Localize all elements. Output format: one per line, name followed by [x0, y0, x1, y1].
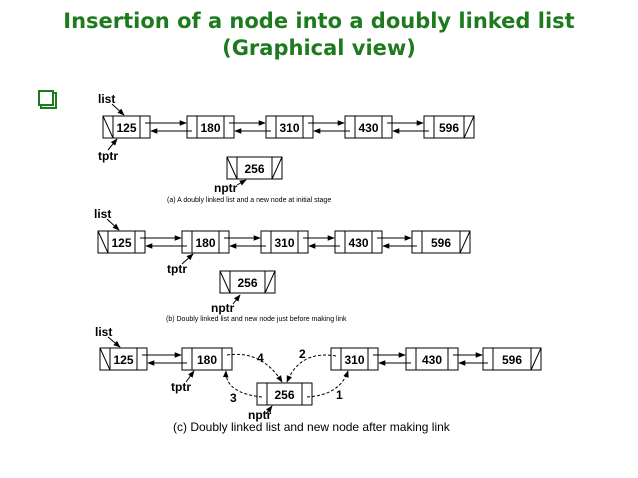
stage-caption: (c) Doubly linked list and new node afte…: [173, 420, 451, 434]
tptr-pointer-label: tptr: [171, 380, 191, 394]
node-value: 430: [348, 236, 368, 250]
node-value: 430: [358, 121, 378, 135]
node-value: 310: [274, 236, 294, 250]
nptr-pointer-arrow: [232, 294, 241, 305]
stage-a: 125 180 310 430 596 list: [98, 92, 475, 204]
stage-c: 125 180 310 430 596 256: [95, 325, 542, 434]
node-value: 180: [200, 121, 220, 135]
link-step-1: 1: [336, 388, 343, 402]
node-value: 310: [279, 121, 299, 135]
node-value: 256: [237, 276, 257, 290]
node-value: 125: [111, 236, 131, 250]
stage-b: 125 180 310 430 596 list: [94, 207, 471, 323]
list-pointer-arrow: [106, 218, 120, 231]
stage-caption: (b) Doubly linked list and new node just…: [166, 316, 347, 323]
node-value: 180: [195, 236, 215, 250]
node-5: 596: [482, 347, 542, 371]
tptr-pointer-arrow: [107, 138, 118, 151]
list-pointer-label: list: [98, 92, 115, 106]
node-3: 310: [265, 115, 314, 139]
tptr-pointer-label: tptr: [98, 149, 118, 163]
new-node: 256: [226, 156, 283, 180]
link-1: [306, 370, 349, 398]
title-line-1: Insertion of a node into a doubly linked…: [63, 9, 575, 33]
node-2: 180: [181, 230, 230, 254]
tptr-pointer-label: tptr: [167, 262, 187, 276]
node-value: 256: [274, 388, 294, 402]
node-1: 125: [99, 347, 148, 371]
link-2: [286, 354, 337, 383]
link-step-4: 4: [257, 351, 264, 365]
node-value: 125: [116, 121, 136, 135]
node-3: 310: [260, 230, 309, 254]
nptr-pointer-label: nptr: [248, 408, 272, 422]
link-3: [222, 370, 263, 398]
hollow-square-bullet-icon: [38, 90, 57, 109]
node-4: 430: [334, 230, 383, 254]
link-step-3: 3: [230, 391, 237, 405]
node-value: 596: [502, 353, 522, 367]
list-pointer-arrow: [111, 103, 125, 116]
link-4: [226, 353, 283, 383]
list-pointer-arrow: [107, 336, 121, 348]
list-pointer-label: list: [94, 207, 111, 221]
dashed-link-arrows: [222, 353, 349, 398]
new-node: 256: [219, 270, 276, 294]
node-4: 430: [405, 347, 459, 371]
node-2: 180: [181, 347, 233, 371]
link-arrows: [145, 120, 429, 134]
node-value: 256: [244, 162, 264, 176]
node-4: 430: [344, 115, 393, 139]
nptr-pointer-arrow: [236, 179, 247, 186]
link-arrows: [140, 235, 417, 249]
tptr-pointer-arrow: [185, 370, 195, 383]
node-1: 125: [97, 230, 146, 254]
node-value: 596: [439, 121, 459, 135]
nptr-pointer-arrow: [265, 405, 273, 415]
node-5: 596: [423, 115, 475, 139]
node-2: 180: [186, 115, 235, 139]
tptr-pointer-arrow: [181, 253, 194, 265]
stage-caption: (a) A doubly linked list and a new node …: [167, 197, 331, 204]
node-value: 180: [197, 353, 217, 367]
node-5: 596: [411, 230, 471, 254]
link-step-2: 2: [299, 347, 306, 361]
node-1: 125: [102, 115, 151, 139]
list-pointer-label: list: [95, 325, 112, 339]
title-line-2: (Graphical view): [222, 36, 416, 60]
node-value: 125: [113, 353, 133, 367]
nptr-pointer-label: nptr: [214, 181, 238, 195]
node-value: 310: [344, 353, 364, 367]
link-arrows: [142, 352, 488, 366]
slide-title: Insertion of a node into a doubly linked…: [0, 8, 638, 62]
node-value: 430: [422, 353, 442, 367]
nptr-pointer-label: nptr: [211, 301, 235, 315]
node-3: 310: [330, 347, 379, 371]
node-value: 596: [431, 236, 451, 250]
new-node: 256: [256, 382, 313, 406]
